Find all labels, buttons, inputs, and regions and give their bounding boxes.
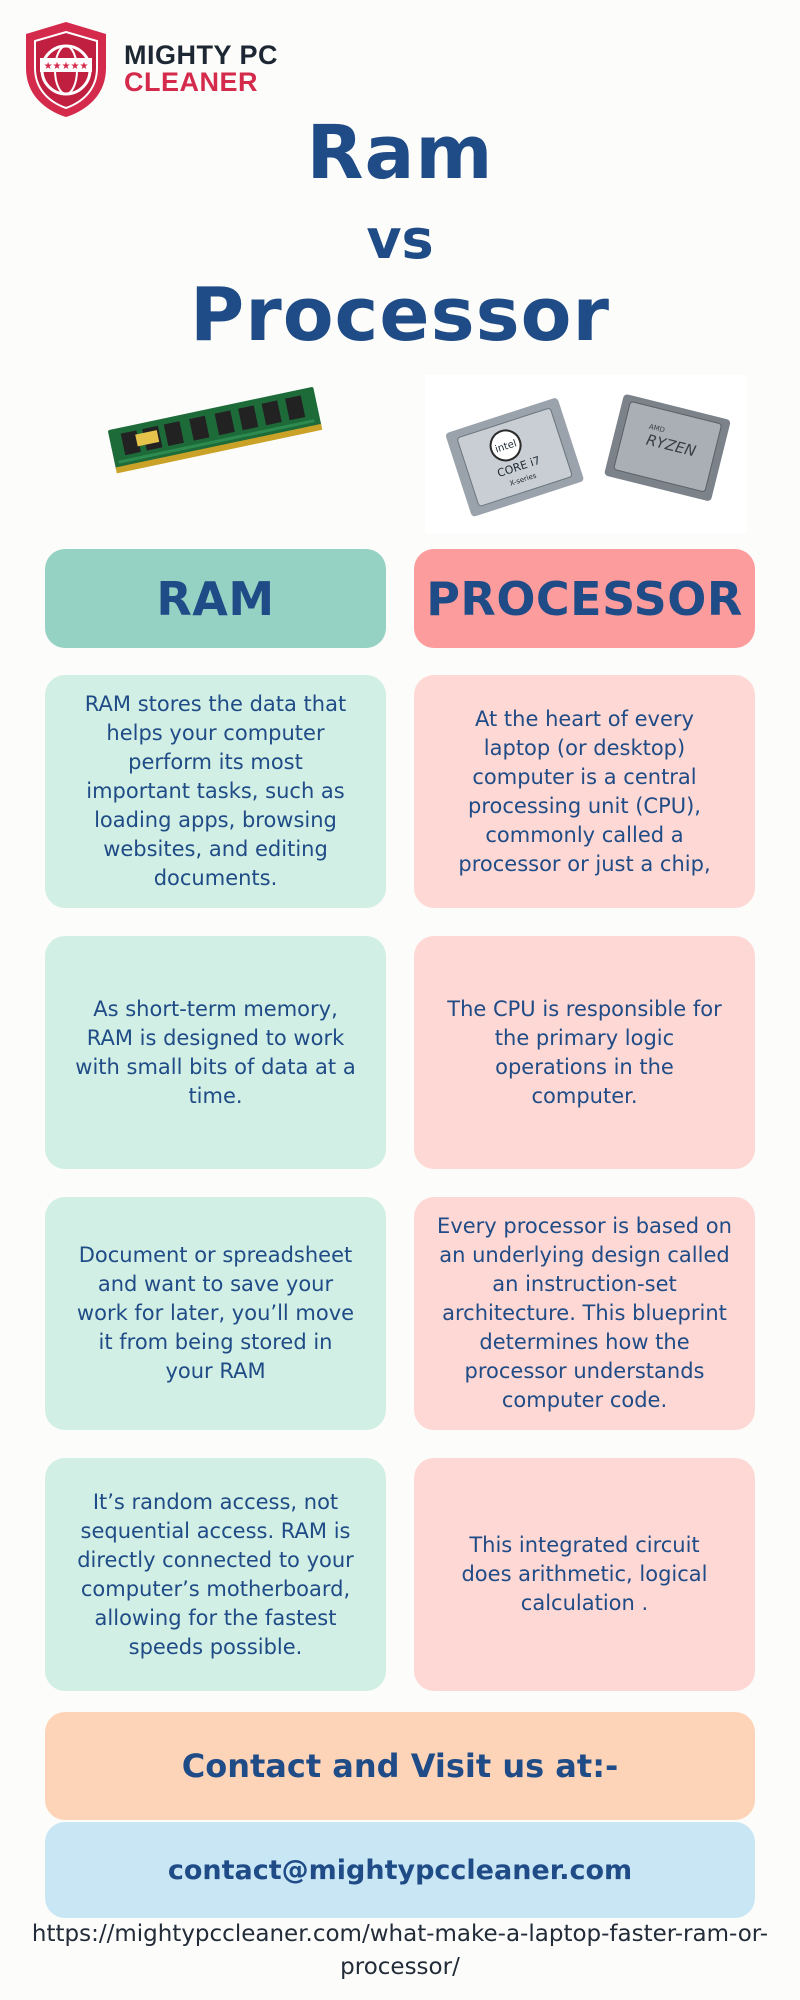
brand-name-line2: CLEANER <box>124 67 259 97</box>
contact-banner: Contact and Visit us at:- <box>45 1712 755 1820</box>
processor-card: The CPU is responsible for the primary l… <box>414 936 755 1169</box>
ram-stick-image <box>108 387 323 474</box>
ram-card: Document or spreadsheet and want to save… <box>45 1197 386 1430</box>
svg-text:★★★★★: ★★★★★ <box>44 61 89 72</box>
processor-header-label: PROCESSOR <box>426 571 743 626</box>
processor-card: This integrated circuit does arithmetic,… <box>414 1458 755 1691</box>
processor-card: Every processor is based on an underlyin… <box>414 1197 755 1430</box>
ram-card-text: As short-term memory, RAM is designed to… <box>75 996 356 1108</box>
cpu-chip2-brand: AMD <box>648 423 666 435</box>
cpu-chips-image: intel CORE i7 X-series AMD RYZEN <box>425 375 747 533</box>
processor-header: PROCESSOR <box>414 549 755 648</box>
processor-card-text: The CPU is responsible for the primary l… <box>447 996 722 1108</box>
processor-card: At the heart of every laptop (or desktop… <box>414 675 755 908</box>
processor-card-text: At the heart of every laptop (or desktop… <box>458 706 711 876</box>
contact-title: Contact and Visit us at:- <box>181 1747 619 1785</box>
shield-logo-icon: ★★★★★ <box>26 22 106 117</box>
ram-card-text: RAM stores the data that helps your comp… <box>84 692 347 890</box>
ram-header: RAM <box>45 549 386 648</box>
contact-email-banner: contact@mightypccleaner.com <box>45 1822 755 1918</box>
ram-card-text: It’s random access, not sequential acces… <box>77 1489 354 1659</box>
title-ram: Ram <box>306 110 494 196</box>
brand-name-line1: MIGHTY PC <box>124 40 279 70</box>
ram-header-label: RAM <box>156 571 275 626</box>
ram-card: RAM stores the data that helps your comp… <box>45 675 386 908</box>
processor-card-text: Every processor is based on an underlyin… <box>437 1214 732 1412</box>
contact-email-link[interactable]: contact@mightypccleaner.com <box>167 1854 633 1886</box>
title-vs: vs <box>366 208 434 271</box>
ram-card: It’s random access, not sequential acces… <box>45 1458 386 1691</box>
ram-card: As short-term memory, RAM is designed to… <box>45 936 386 1169</box>
processor-card-text: This integrated circuit does arithmetic,… <box>461 1533 708 1615</box>
title-processor: Processor <box>189 272 611 358</box>
brand-logo: ★★★★★ MIGHTY PC CLEANER <box>18 18 278 120</box>
ram-card-text: Document or spreadsheet and want to save… <box>76 1243 355 1383</box>
source-url-link[interactable]: https://mightypccleaner.com/what-make-a-… <box>31 1921 769 1980</box>
